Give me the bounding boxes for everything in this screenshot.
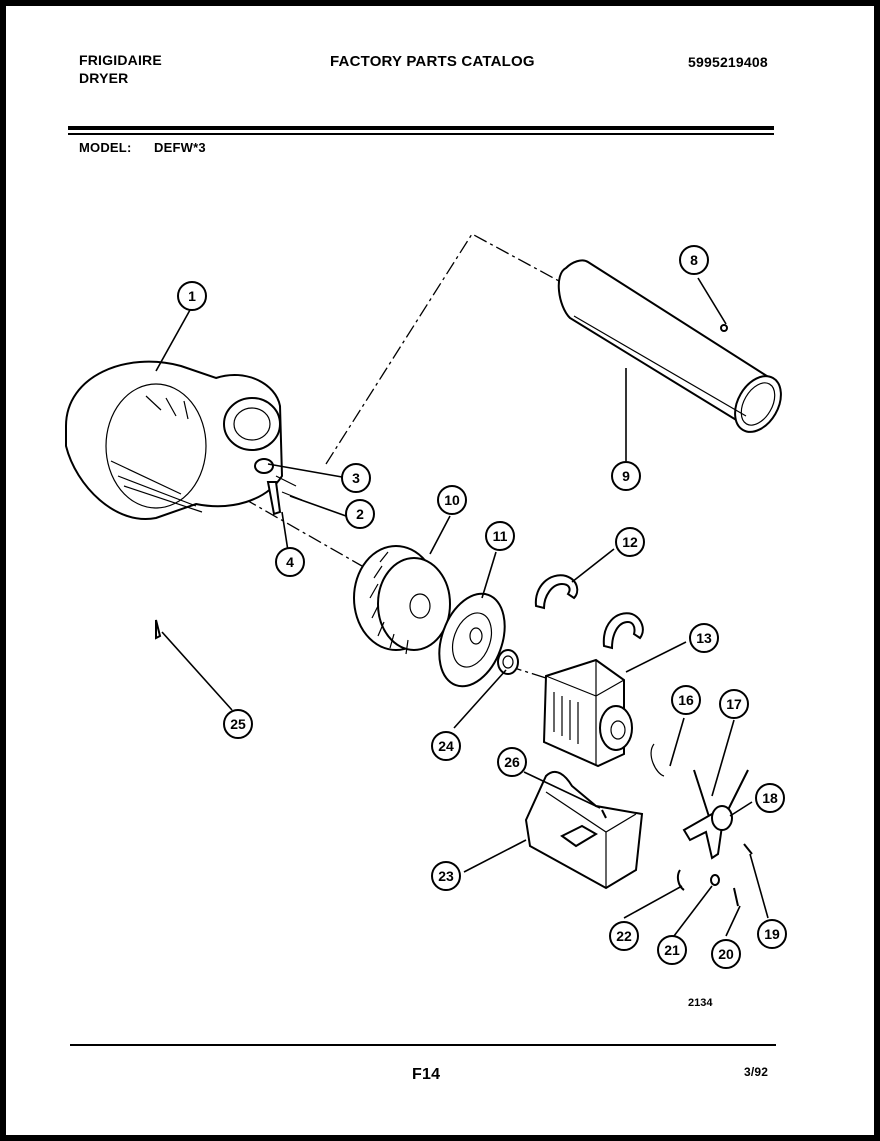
callout-21: 21	[657, 935, 687, 965]
callout-label: 3	[352, 470, 360, 486]
page-number: F14	[412, 1066, 441, 1083]
revision-date: 3/92	[744, 1065, 769, 1079]
callout-25: 25	[223, 709, 253, 739]
callout-label: 11	[493, 528, 508, 544]
callout-19: 19	[757, 919, 787, 949]
callout-1: 1	[177, 281, 207, 311]
idler-assembly	[650, 743, 753, 907]
callout-circle	[341, 463, 371, 493]
footer-rule	[70, 1044, 776, 1046]
callout-circle	[679, 245, 709, 275]
seal-plate	[438, 592, 506, 688]
catalog-page: FRIGIDAIRE DRYER FACTORY PARTS CATALOG 5…	[6, 6, 874, 1135]
callout-23: 23	[431, 861, 461, 891]
callout-circle	[431, 861, 461, 891]
callout-circle	[757, 919, 787, 949]
callout-circle	[711, 939, 741, 969]
callout-label: 25	[230, 716, 246, 732]
callout-20: 20	[711, 939, 741, 969]
callout-label: 21	[664, 942, 680, 958]
callout-label: 17	[726, 696, 742, 712]
callout-circle	[345, 499, 375, 529]
callout-circle	[431, 731, 461, 761]
callout-9: 9	[611, 461, 641, 491]
callout-12: 12	[615, 527, 645, 557]
callout-18: 18	[755, 783, 785, 813]
callout-circle	[755, 783, 785, 813]
product-type: DRYER	[79, 70, 129, 86]
callout-circle	[611, 461, 641, 491]
callout-16: 16	[671, 685, 701, 715]
base-screw	[601, 809, 607, 819]
model-value: DEFW*3	[154, 140, 206, 155]
catalog-title: FACTORY PARTS CATALOG	[330, 53, 535, 70]
drive-motor	[542, 658, 633, 768]
housing-screw	[155, 619, 162, 640]
callout-22: 22	[609, 921, 639, 951]
callout-circle	[609, 921, 639, 951]
motor-seal	[497, 649, 519, 675]
callout-circle	[485, 521, 515, 551]
callout-10: 10	[437, 485, 467, 515]
callout-circle	[719, 689, 749, 719]
callout-label: 16	[678, 692, 694, 708]
callout-circle	[223, 709, 253, 739]
callout-circle	[177, 281, 207, 311]
callout-label: 1	[188, 288, 196, 304]
callout-label: 4	[286, 554, 294, 570]
assembly-line-top	[325, 233, 573, 465]
callout-circle	[689, 623, 719, 653]
callout-label: 2	[356, 506, 364, 522]
header-rule-thick	[68, 126, 774, 130]
leader-lines	[155, 277, 769, 937]
motor-clamps	[534, 574, 644, 650]
exhaust-duct	[557, 259, 782, 433]
callout-label: 13	[696, 630, 712, 646]
callout-circle	[497, 747, 527, 777]
callout-label: 9	[622, 468, 630, 484]
drawing-number: 2134	[688, 997, 713, 1009]
callout-24: 24	[431, 731, 461, 761]
callout-label: 12	[622, 534, 638, 550]
callout-label: 18	[762, 790, 778, 806]
callout-label: 22	[616, 928, 632, 944]
callout-label: 19	[764, 926, 780, 942]
callout-2: 2	[345, 499, 375, 529]
callout-circle	[275, 547, 305, 577]
header-rule-thin	[68, 133, 774, 135]
callout-label: 23	[438, 868, 454, 884]
callout-circle	[615, 527, 645, 557]
callout-8: 8	[679, 245, 709, 275]
brand-name: FRIGIDAIRE	[79, 52, 162, 68]
callout-label: 24	[438, 738, 454, 754]
callout-3: 3	[341, 463, 371, 493]
callout-11: 11	[485, 521, 515, 551]
blower-housing	[65, 360, 284, 521]
callout-17: 17	[719, 689, 749, 719]
callout-circle	[657, 935, 687, 965]
callout-label: 10	[444, 492, 460, 508]
callout-label: 26	[504, 754, 520, 770]
callout-4: 4	[275, 547, 305, 577]
blower-wheel	[353, 545, 451, 655]
callout-label: 8	[690, 252, 698, 268]
callout-label: 20	[718, 946, 734, 962]
callout-circle	[437, 485, 467, 515]
catalog-number: 5995219408	[688, 54, 768, 70]
callout-13: 13	[689, 623, 719, 653]
callout-circle	[671, 685, 701, 715]
motor-mount-base	[524, 770, 644, 890]
callout-26: 26	[497, 747, 527, 777]
model-label: MODEL:	[79, 140, 132, 155]
